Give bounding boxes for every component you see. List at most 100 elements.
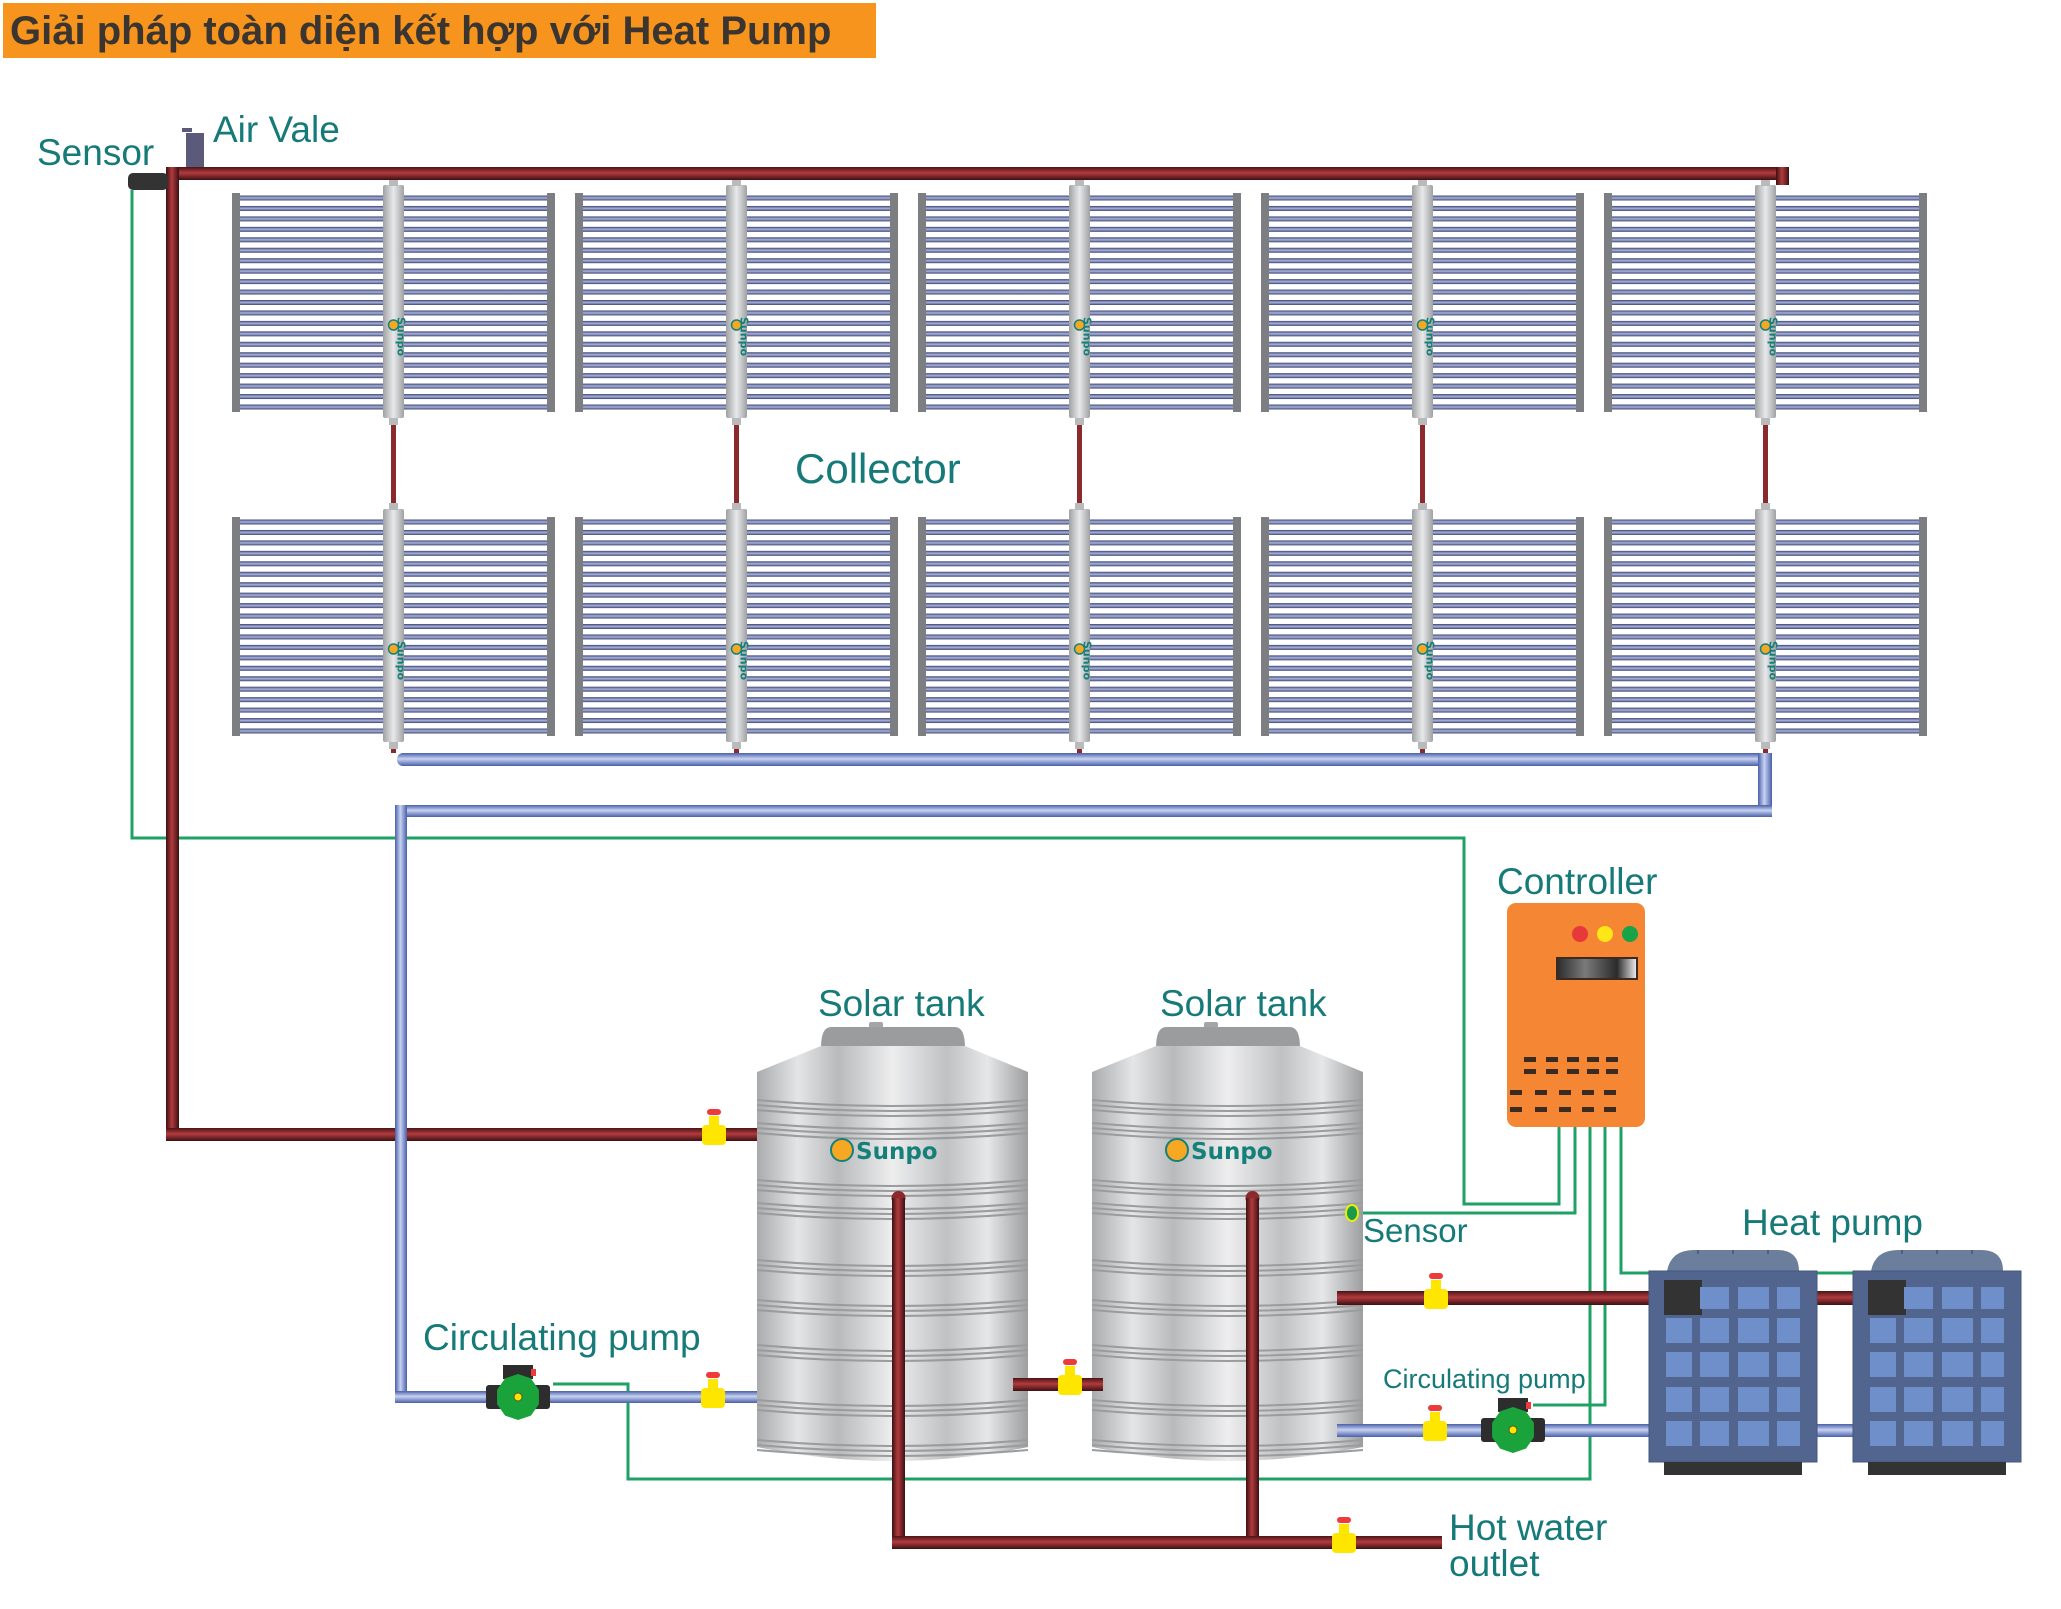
collector-frame-left bbox=[1261, 193, 1269, 412]
vacuum-tube bbox=[924, 686, 1069, 692]
dome-bolt bbox=[1901, 1250, 1903, 1254]
vacuum-tube bbox=[924, 728, 1069, 734]
vacuum-tube bbox=[924, 634, 1069, 640]
vacuum-tube bbox=[1433, 613, 1578, 619]
manifold-cap-bottom bbox=[1075, 418, 1084, 425]
vacuum-tube bbox=[1090, 226, 1235, 232]
hot-supply-pipe bbox=[166, 167, 1789, 1141]
solar-collector: Sunpo bbox=[918, 503, 1241, 753]
vacuum-tube bbox=[747, 707, 892, 713]
vacuum-tube bbox=[1267, 258, 1412, 264]
indicator-light-icon bbox=[1622, 926, 1638, 942]
vacuum-tube bbox=[1090, 320, 1235, 326]
heat-pump-panel bbox=[1870, 1421, 1896, 1446]
vacuum-tube bbox=[747, 341, 892, 347]
vacuum-tube bbox=[1090, 676, 1235, 682]
vacuum-tube bbox=[1267, 289, 1412, 295]
tank-rib bbox=[1091, 1299, 1364, 1307]
vacuum-tube bbox=[1090, 268, 1235, 274]
vacuum-tube bbox=[747, 665, 892, 671]
heat-pump-panel bbox=[1700, 1387, 1729, 1412]
heat-pump-panel bbox=[1738, 1387, 1769, 1412]
vacuum-tube bbox=[238, 289, 383, 295]
vacuum-tube bbox=[924, 571, 1069, 577]
heat-pump-label: Heat pump bbox=[1742, 1202, 1923, 1243]
vacuum-tube bbox=[1776, 676, 1921, 682]
vacuum-tube bbox=[1776, 279, 1921, 285]
vacuum-tube bbox=[1433, 529, 1578, 535]
controller-key bbox=[1604, 1090, 1616, 1095]
vacuum-tube bbox=[581, 258, 726, 264]
vacuum-tube bbox=[1090, 519, 1235, 525]
vacuum-tube bbox=[1610, 404, 1755, 410]
vacuum-tube bbox=[747, 331, 892, 337]
solar-collector: Sunpo bbox=[232, 503, 555, 753]
collector-brand-label: Sunpo bbox=[1767, 641, 1780, 680]
vacuum-tube bbox=[404, 613, 549, 619]
vacuum-tube bbox=[581, 624, 726, 629]
tank-rib bbox=[756, 1127, 1029, 1135]
vacuum-tube bbox=[747, 561, 892, 567]
manifold-cap-top bbox=[732, 179, 741, 186]
vacuum-tube bbox=[1610, 226, 1755, 232]
valve-icon bbox=[1058, 1359, 1082, 1395]
vacuum-tube bbox=[924, 216, 1069, 222]
tank-rib bbox=[1091, 1202, 1364, 1210]
valve-stem bbox=[1065, 1366, 1075, 1376]
tank-rib bbox=[756, 1104, 1029, 1112]
collector-brand-label: Sunpo bbox=[738, 641, 751, 680]
tank-rib bbox=[756, 1179, 1029, 1187]
vacuum-tube bbox=[1267, 216, 1412, 222]
vacuum-tube bbox=[581, 404, 726, 410]
vacuum-tube bbox=[1267, 613, 1412, 619]
tank-body bbox=[1092, 1046, 1363, 1461]
manifold-cap-bottom bbox=[1418, 742, 1427, 749]
vacuum-tube bbox=[747, 550, 892, 556]
vacuum-tube bbox=[1267, 352, 1412, 358]
vacuum-tube bbox=[747, 195, 892, 201]
heat-pump-panel bbox=[1942, 1318, 1973, 1343]
heat-pump-panel bbox=[1904, 1387, 1933, 1412]
valve-body bbox=[1058, 1375, 1082, 1395]
collector-frame-right bbox=[890, 193, 898, 412]
circulating-pump-main-label: Circulating pump bbox=[423, 1317, 701, 1358]
vacuum-tube bbox=[1610, 195, 1755, 201]
cold-pipe-left-drop bbox=[395, 805, 407, 1403]
vacuum-tube bbox=[1090, 613, 1235, 619]
controller-key bbox=[1524, 1057, 1536, 1062]
vacuum-tube bbox=[1090, 550, 1235, 556]
dome-bolt bbox=[1971, 1250, 1973, 1254]
heat-pump-panel bbox=[1700, 1287, 1729, 1309]
vacuum-tube bbox=[1267, 707, 1412, 713]
heat-pump-panel bbox=[1981, 1387, 2004, 1412]
vacuum-tube bbox=[1776, 258, 1921, 264]
controller: Controller bbox=[1497, 861, 1657, 1127]
solar-collector: Sunpo bbox=[575, 179, 898, 503]
vacuum-tube bbox=[1610, 300, 1755, 305]
vacuum-tube bbox=[1090, 404, 1235, 410]
controller-key bbox=[1510, 1107, 1522, 1112]
vacuum-tube bbox=[1267, 373, 1412, 379]
vacuum-tube bbox=[1776, 352, 1921, 358]
vacuum-tube bbox=[924, 341, 1069, 347]
vacuum-tube bbox=[1776, 613, 1921, 619]
vacuum-tube bbox=[1267, 279, 1412, 285]
vacuum-tube bbox=[1776, 268, 1921, 274]
collector-brand-label: Sunpo bbox=[1424, 641, 1437, 680]
wire-main-pump bbox=[553, 1127, 1592, 1481]
sunpo-logo-icon bbox=[1416, 643, 1429, 655]
controller-key bbox=[1567, 1057, 1579, 1062]
vacuum-tube bbox=[581, 341, 726, 347]
vacuum-tube bbox=[924, 665, 1069, 671]
manifold-cap-bottom bbox=[1418, 418, 1427, 425]
vacuum-tube bbox=[747, 655, 892, 661]
manifold-cap-bottom bbox=[1075, 742, 1084, 749]
controller-key bbox=[1524, 1069, 1536, 1074]
heat-pump-panel bbox=[1738, 1287, 1769, 1309]
vacuum-tube bbox=[1267, 644, 1412, 650]
vacuum-tube bbox=[1090, 603, 1235, 609]
vacuum-tube bbox=[1267, 519, 1412, 525]
tank-rib bbox=[1091, 1127, 1364, 1135]
vacuum-tube bbox=[581, 205, 726, 211]
